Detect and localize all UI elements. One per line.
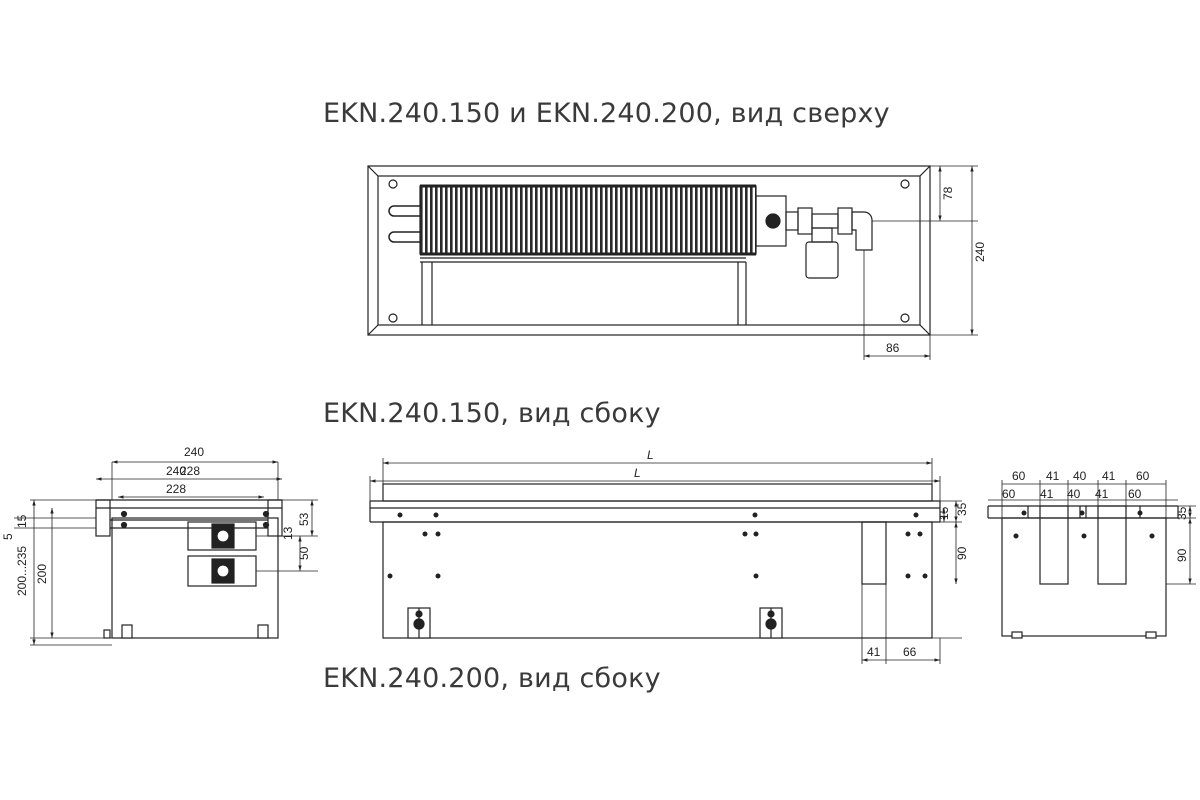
length-view-grille bbox=[382, 483, 933, 502]
end-view bbox=[987, 480, 1196, 639]
dim-end-top-0: 60 bbox=[1012, 469, 1026, 483]
valve-assembly bbox=[755, 195, 873, 279]
caption-side-view-200: EKN.240.200, вид сбоку bbox=[323, 663, 661, 694]
dim-len-35: 35 bbox=[955, 502, 969, 516]
dim-end-second-2: 40 bbox=[1067, 487, 1081, 501]
dim-end-second-1: 41 bbox=[1040, 487, 1054, 501]
length-view-body bbox=[382, 521, 933, 639]
dim-cs-small-5: 5 bbox=[1, 533, 15, 540]
dim-len-66: 66 bbox=[903, 645, 917, 659]
dim-end-35: 35 bbox=[1175, 506, 1189, 520]
mounting-foot-right-icon bbox=[759, 607, 783, 639]
dim-end-90: 90 bbox=[1175, 548, 1189, 562]
dim-end-top-2: 40 bbox=[1073, 469, 1087, 483]
dim-len-41: 41 bbox=[867, 645, 881, 659]
dim-cs-width-240b: 240 bbox=[166, 464, 186, 478]
dim-cs-height-range: 200...235 bbox=[15, 546, 29, 596]
dim-end-second-4: 60 bbox=[1128, 487, 1142, 501]
dim-len-90: 90 bbox=[955, 546, 969, 560]
dim-len-L-outer: L bbox=[647, 448, 654, 462]
dim-end-top-3: 41 bbox=[1102, 469, 1116, 483]
top-view-inner-frame bbox=[377, 175, 921, 326]
dim-len-L-inner: L bbox=[634, 466, 641, 480]
heat-exchanger-fins bbox=[419, 185, 757, 255]
cross-section-view bbox=[14, 460, 318, 646]
dim-cs-right-50: 50 bbox=[297, 546, 311, 560]
dim-cs-height-200: 200 bbox=[35, 564, 49, 584]
dim-cs-width-228a: 228 bbox=[180, 464, 200, 478]
caption-side-view-150: EKN.240.150, вид сбоку bbox=[323, 398, 661, 429]
dim-cs-width-228: 228 bbox=[166, 482, 186, 496]
dim-len-15: 15 bbox=[937, 506, 951, 520]
dim-top-240: 240 bbox=[973, 242, 987, 262]
dim-cs-right-53: 53 bbox=[297, 512, 311, 526]
end-view-body bbox=[1001, 517, 1167, 637]
length-side-view bbox=[369, 458, 962, 664]
dim-cs-width-240: 240 bbox=[184, 445, 204, 459]
dim-cs-small-15: 15 bbox=[15, 514, 29, 528]
dim-cs-right-13: 13 bbox=[281, 526, 295, 540]
dim-end-second-3: 41 bbox=[1095, 487, 1109, 501]
dim-top-78: 78 bbox=[941, 186, 955, 200]
dim-end-top-4: 60 bbox=[1136, 469, 1150, 483]
valve-knob-icon bbox=[765, 213, 781, 229]
caption-top-view: EKN.240.150 и EKN.240.200, вид сверху bbox=[323, 98, 890, 129]
mounting-foot-left-icon bbox=[407, 607, 431, 639]
top-view-outer-frame bbox=[367, 165, 931, 336]
dim-end-second-0: 60 bbox=[1002, 487, 1016, 501]
dim-end-top-1: 41 bbox=[1046, 469, 1060, 483]
top-view bbox=[367, 165, 978, 360]
dim-top-86: 86 bbox=[886, 341, 900, 355]
cross-section-body bbox=[111, 517, 279, 639]
